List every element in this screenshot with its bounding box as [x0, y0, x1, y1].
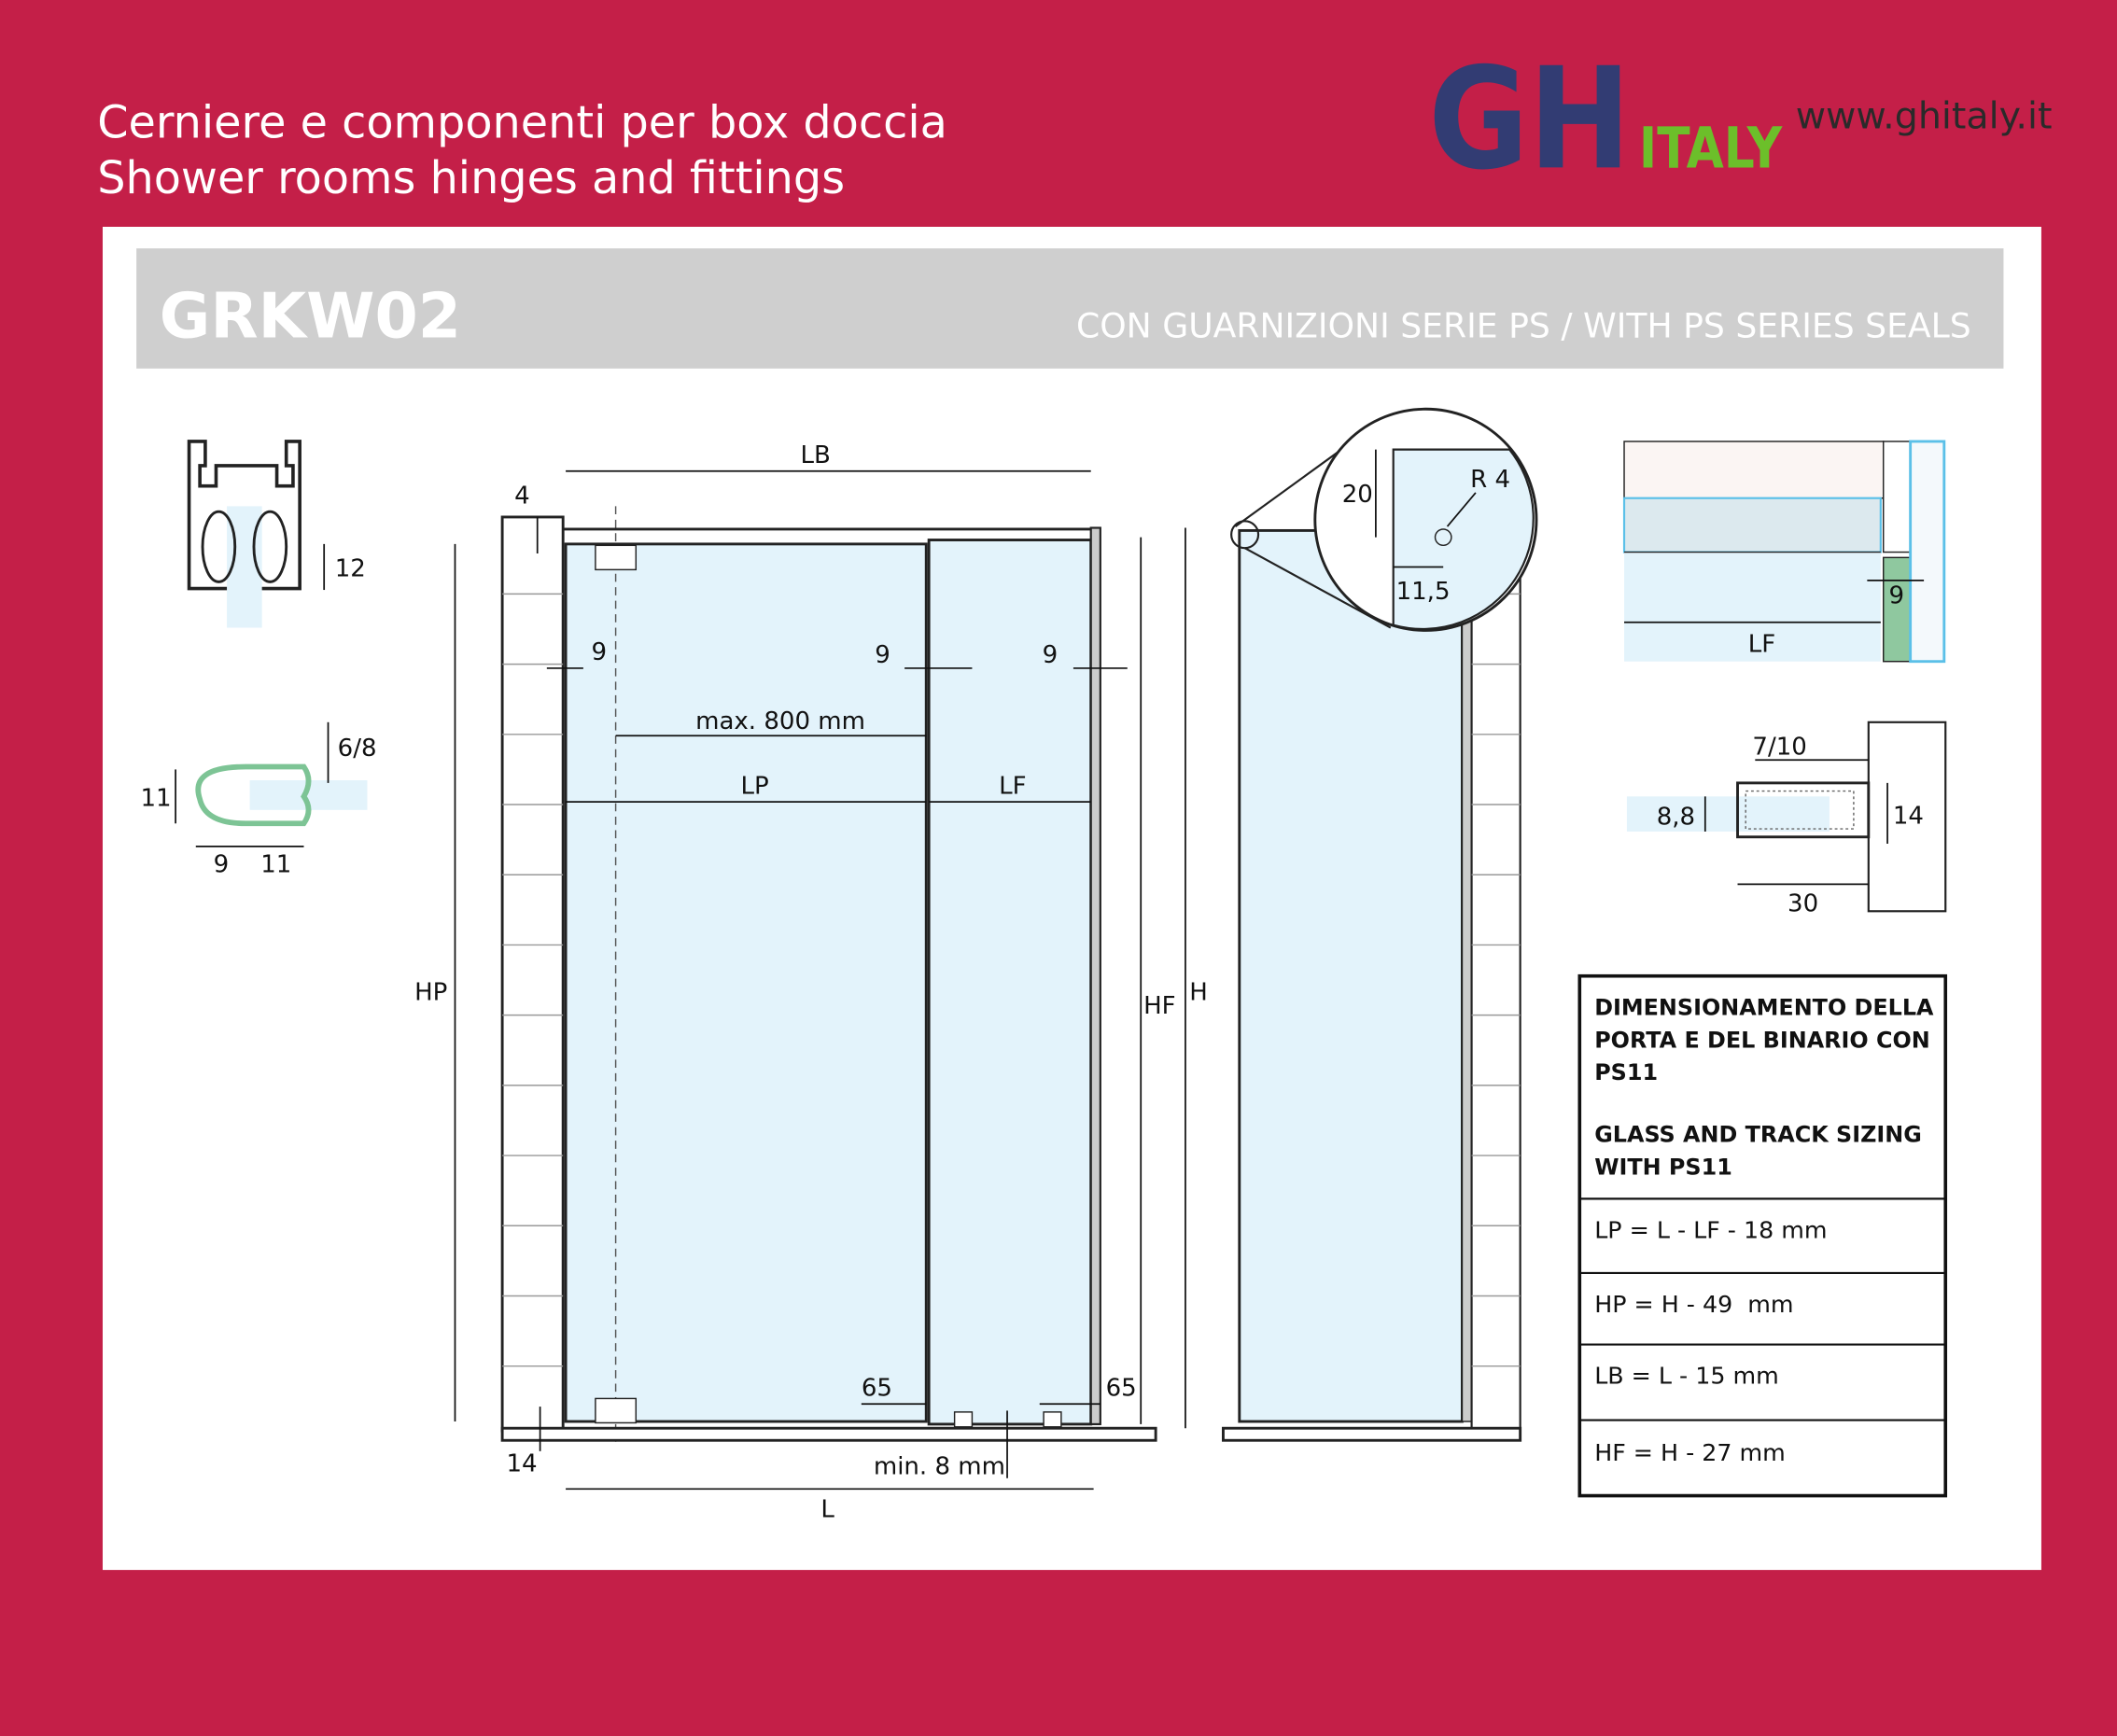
dim-9-detail: 9	[1889, 582, 1905, 610]
dim-max-800: max. 800 mm	[695, 707, 865, 735]
website-link[interactable]: www.ghitaly.it	[1796, 95, 2053, 137]
logo-gh: GH	[1428, 37, 1631, 201]
dim-14-track: 14	[1893, 802, 1924, 830]
dim-7-10: 7/10	[1752, 734, 1806, 762]
track-detail-drawing: 7/10 8,8 14 30	[1626, 721, 1947, 917]
dim-11-5: 11,5	[1396, 578, 1451, 606]
dim-L: L	[820, 1496, 834, 1524]
dim-LB: LB	[800, 441, 830, 469]
dim-11: 11	[140, 784, 171, 812]
dim-20: 20	[1342, 481, 1373, 509]
dim-HF: HF	[1143, 992, 1176, 1020]
front-view-drawing: LB 4 9 9 9 max. 800 mm LP LF HP HF H 65 …	[414, 441, 1208, 1524]
track-profile-drawing: 12	[187, 440, 366, 628]
dim-12: 12	[335, 555, 366, 583]
top-detail-drawing: LF 9	[1622, 440, 1946, 664]
dim-LF-detail: LF	[1748, 631, 1775, 659]
table-title-en-1: GLASS AND TRACK SIZING	[1594, 1122, 1922, 1148]
dim-min-8: min. 8 mm	[874, 1452, 1005, 1480]
header-title-en: Shower rooms hinges and fittings	[97, 153, 845, 204]
dim-14: 14	[506, 1450, 537, 1478]
dim-4: 4	[514, 482, 530, 510]
dim-65b: 65	[1106, 1375, 1137, 1403]
sizing-table: DIMENSIONAMENTO DELLA PORTA E DEL BINARI…	[1577, 973, 1948, 1498]
ghitaly-logo: GH ITALY	[1428, 37, 1783, 201]
header-title-it: Cerniere e componenti per box doccia	[97, 98, 947, 149]
sliding-door-glass	[564, 542, 928, 1423]
dim-11b: 11	[260, 850, 291, 878]
dim-HP: HP	[414, 979, 447, 1007]
dim-9c: 9	[1043, 641, 1058, 669]
logo-italy: ITALY	[1639, 116, 1783, 181]
side-view-drawing: 20 R 4 11,5	[1222, 407, 1538, 1442]
dim-LP: LP	[740, 772, 768, 800]
dim-H: H	[1189, 979, 1208, 1007]
dim-R4: R 4	[1470, 466, 1510, 494]
title-bar	[136, 248, 2004, 369]
dim-9b: 9	[875, 641, 890, 669]
table-title-it-1: DIMENSIONAMENTO DELLA	[1594, 995, 1934, 1021]
formula-HP: HP = H - 49 mm	[1594, 1291, 1793, 1318]
dim-6-8: 6/8	[338, 735, 377, 763]
formula-LP: LP = L - LF - 18 mm	[1594, 1216, 1827, 1243]
table-title-it-3: PS11	[1594, 1059, 1658, 1085]
product-subtitle: CON GUARNIZIONI SERIE PS / WITH PS SERIE…	[1076, 306, 1971, 346]
dim-30: 30	[1788, 889, 1818, 917]
product-code: GRKW02	[160, 280, 461, 353]
dim-9: 9	[214, 850, 230, 878]
dim-9a: 9	[592, 638, 608, 666]
fixed-panel-glass	[927, 539, 1093, 1426]
table-title-en-2: WITH PS11	[1594, 1154, 1732, 1180]
formula-HF: HF = H - 27 mm	[1594, 1439, 1786, 1466]
dim-LF: LF	[999, 772, 1026, 800]
seal-profile-drawing: 6/8 11 9 11	[140, 721, 377, 878]
dim-65a: 65	[862, 1375, 892, 1403]
dim-8-8: 8,8	[1657, 804, 1695, 832]
formula-LB: LB = L - 15 mm	[1594, 1363, 1779, 1390]
table-title-it-2: PORTA E DEL BINARIO CON	[1594, 1027, 1930, 1053]
